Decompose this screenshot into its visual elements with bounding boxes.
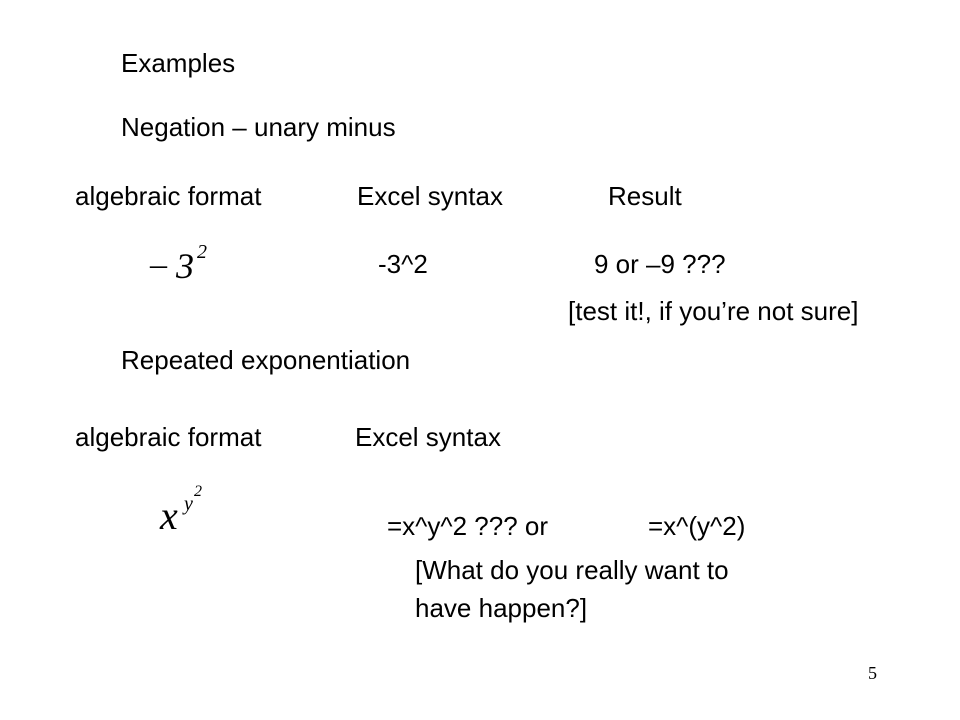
section2-excel-expression-1: =x^y^2 ??? or [387,511,548,541]
section2-math-expression: x y 2 [160,484,250,540]
slide-heading: Examples [121,48,236,78]
section2-col-algebraic: algebraic format [75,422,262,452]
section1-col-result: Result [608,181,682,211]
section2-title: Repeated exponentiation [121,345,411,375]
section1-title: Negation – unary minus [121,112,396,142]
math-base-x: x [160,493,178,538]
section1-excel-expression: -3^2 [378,249,428,279]
section2-note-line1: [What do you really want to [415,555,729,585]
section1-col-algebraic: algebraic format [75,181,262,211]
math-minus: – [150,246,167,283]
section1-col-excel: Excel syntax [357,181,503,211]
section2-col-excel: Excel syntax [355,422,501,452]
section2-note-line2: have happen?] [415,593,588,623]
section1-result: 9 or –9 ??? [594,249,726,279]
math-exponent-2: 2 [194,483,202,500]
math-exponent-y: y [184,493,193,515]
page-number: 5 [868,663,877,683]
math-base: 3 [176,246,194,286]
section1-math-expression: – 3 2 [150,242,230,292]
section2-excel-expression-2: =x^(y^2) [648,511,746,541]
math-exponent: 2 [197,241,207,263]
section1-note: [test it!, if you’re not sure] [568,296,859,326]
